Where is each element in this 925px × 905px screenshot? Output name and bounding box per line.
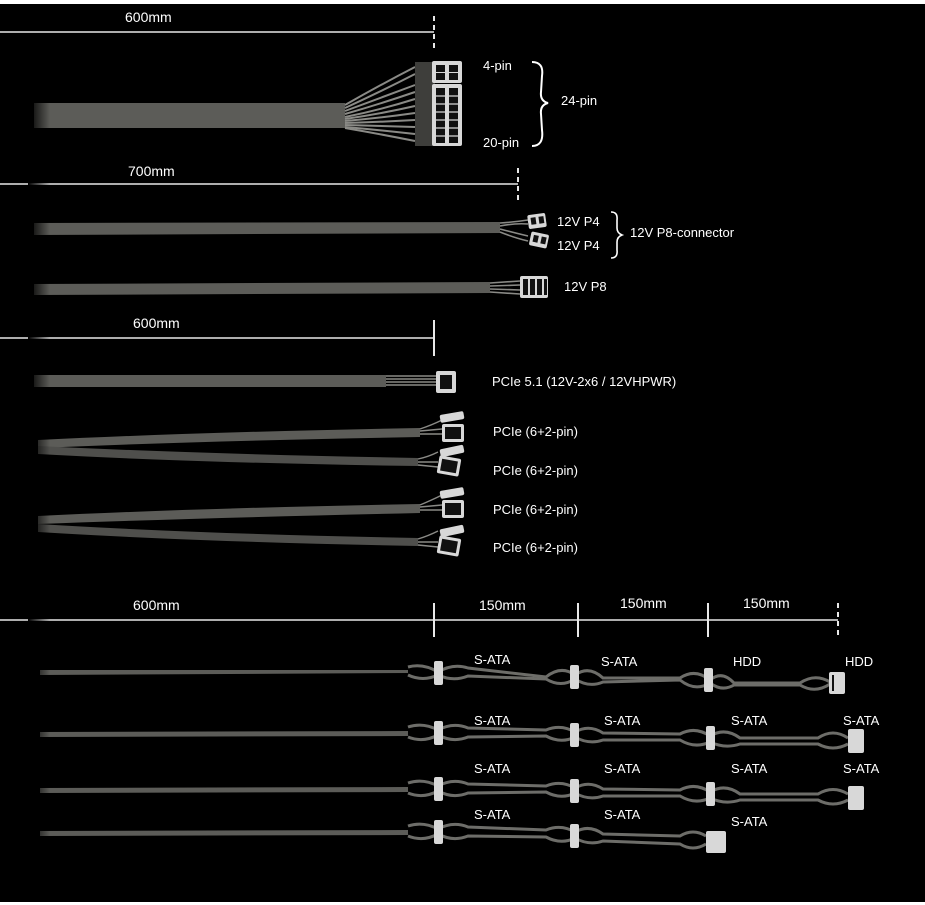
sata-row1-label-2: S-ATA (601, 654, 638, 669)
sata-length-2: 150mm (620, 595, 667, 611)
eps-p8-cable (34, 276, 548, 298)
pcie-length-label: 600mm (133, 315, 180, 331)
pcie-cable-pair-2 (38, 487, 465, 557)
hdd-row1-connector-4 (829, 672, 845, 694)
atx-length-label: 600mm (125, 9, 172, 25)
sata-row2-connector-1 (434, 721, 443, 745)
atx-cable (34, 61, 462, 146)
hdd-row1-label-3: HDD (733, 654, 761, 669)
sata-row4-connector-3 (706, 831, 726, 853)
sata-row3-label-1: S-ATA (474, 761, 511, 776)
sata-row2-label-2: S-ATA (604, 713, 641, 728)
sata-row3-connector-4 (848, 786, 864, 810)
length-guide-eps: 700mm (0, 163, 519, 200)
sata-row1-label-1: S-ATA (474, 652, 511, 667)
sata-row2-connector-4 (848, 729, 864, 753)
sata-length-1: 150mm (479, 597, 526, 613)
sata-row1-connector-1 (434, 661, 443, 685)
length-guide-atx: 600mm (0, 9, 435, 48)
eps-p8-label: 12V P8 (564, 279, 607, 294)
sata-row3-label-4: S-ATA (843, 761, 880, 776)
sata-row2-connector-3 (706, 726, 715, 750)
sata-cable-row-1 (40, 661, 845, 694)
sata-row2-label-4: S-ATA (843, 713, 880, 728)
sata-row3-label-3: S-ATA (731, 761, 768, 776)
sata-row4-connector-2 (570, 824, 579, 848)
atx-24pin-brace (531, 61, 549, 147)
sata-length-3: 150mm (743, 595, 790, 611)
atx-24pin-section: 600mm 4-pin 20-pin (0, 9, 597, 150)
sata-row3-connector-1 (434, 777, 443, 801)
sata-row3-connector-3 (706, 782, 715, 806)
sata-cable-row-2 (40, 721, 864, 753)
sata-row4-label-1: S-ATA (474, 807, 511, 822)
sata-row1-connector-2 (570, 665, 579, 689)
sata-row2-label-3: S-ATA (731, 713, 768, 728)
length-guide-pcie: 600mm (0, 315, 435, 356)
pcie-label-1: PCIe (6+2-pin) (493, 424, 578, 439)
eps-section: 700mm 12V P4 12V P4 12V P8-connector (0, 163, 735, 298)
sata-row3-label-2: S-ATA (604, 761, 641, 776)
sata-cable-row-3 (40, 777, 864, 810)
sata-row2-label-1: S-ATA (474, 713, 511, 728)
pcie-label-2: PCIe (6+2-pin) (493, 463, 578, 478)
length-guide-sata: 600mm 150mm 150mm 150mm (0, 595, 839, 637)
sata-row4-label-3: S-ATA (731, 814, 768, 829)
sata-row2-connector-2 (570, 723, 579, 747)
cable-origin-fade (28, 60, 50, 850)
sata-section: 600mm 150mm 150mm 150mm S-ATA S-ATA HDD … (0, 595, 880, 853)
pcie5-label: PCIe 5.1 (12V-2x6 / 12VHPWR) (492, 374, 676, 389)
eps-length-label: 700mm (128, 163, 175, 179)
sata-cable-row-4 (40, 820, 726, 853)
sata-row3-connector-2 (570, 779, 579, 803)
eps-p8-connector-label: 12V P8-connector (630, 225, 735, 240)
pcie-section: 600mm PCIe 5.1 (12V-2x6 / 12VHPWR) (0, 315, 676, 557)
pcie5-cable (34, 371, 456, 393)
hdd-row1-connector-3 (704, 668, 713, 692)
atx-24pin-label: 24-pin (561, 93, 597, 108)
eps-split-cable (34, 213, 549, 249)
hdd-row1-label-4: HDD (845, 654, 873, 669)
eps-p4-label-a: 12V P4 (557, 214, 600, 229)
pcie-cable-pair-1 (38, 411, 465, 477)
pcie-label-3: PCIe (6+2-pin) (493, 502, 578, 517)
pcie-label-4: PCIe (6+2-pin) (493, 540, 578, 555)
sata-row4-connector-1 (434, 820, 443, 844)
atx-20pin-label: 20-pin (483, 135, 519, 150)
atx-4pin-label: 4-pin (483, 58, 512, 73)
sata-length-main: 600mm (133, 597, 180, 613)
eps-p8-brace (610, 211, 625, 259)
sata-row4-label-2: S-ATA (604, 807, 641, 822)
eps-p4-label-b: 12V P4 (557, 238, 600, 253)
